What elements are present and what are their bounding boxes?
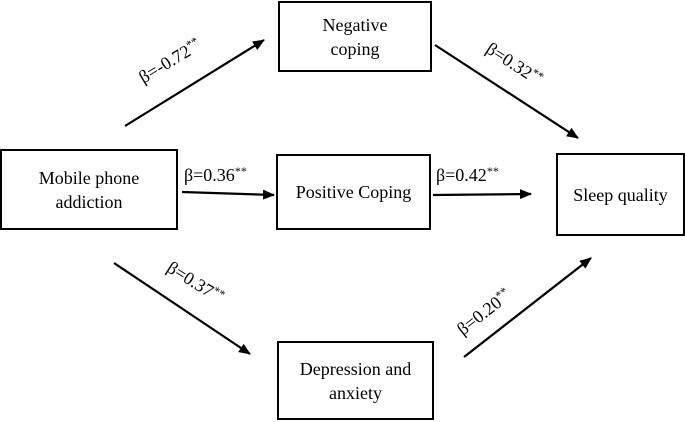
- node-label: Sleep quality: [573, 184, 668, 205]
- node-label: Positive Coping: [295, 182, 412, 202]
- coef-positive-sleep: β=0.42**: [436, 164, 499, 186]
- arrow-depression-to-sleep: [463, 257, 592, 358]
- significance-stars: **: [486, 164, 499, 178]
- node-label: Depression and: [299, 358, 412, 379]
- arrow-mobile-to-depression: [113, 262, 251, 355]
- arrow-negative-to-sleep: [434, 44, 579, 139]
- arrow-mobile-to-positive: [181, 189, 275, 200]
- coef-value: β=0.36: [184, 165, 235, 185]
- node-label: anxiety: [329, 382, 382, 403]
- node-mobile-phone-addiction: Mobile phone addiction: [0, 149, 178, 230]
- coef-mobile-positive: β=0.36**: [184, 164, 247, 186]
- node-label: coping: [330, 38, 380, 59]
- node-negative-coping: Negative coping: [278, 1, 432, 72]
- node-label: Mobile phone: [38, 167, 140, 188]
- node-sleep-quality: Sleep quality: [556, 153, 685, 236]
- significance-stars: **: [234, 164, 247, 178]
- node-label: Negative: [322, 14, 388, 35]
- arrow-positive-to-sleep: [432, 189, 532, 200]
- node-positive-coping: Positive Coping: [276, 154, 431, 230]
- coef-value: β=0.42: [436, 165, 487, 185]
- arrow-mobile-to-negative: [124, 39, 265, 127]
- node-depression-and-anxiety: Depression and anxiety: [277, 341, 434, 420]
- node-label: addiction: [55, 191, 123, 212]
